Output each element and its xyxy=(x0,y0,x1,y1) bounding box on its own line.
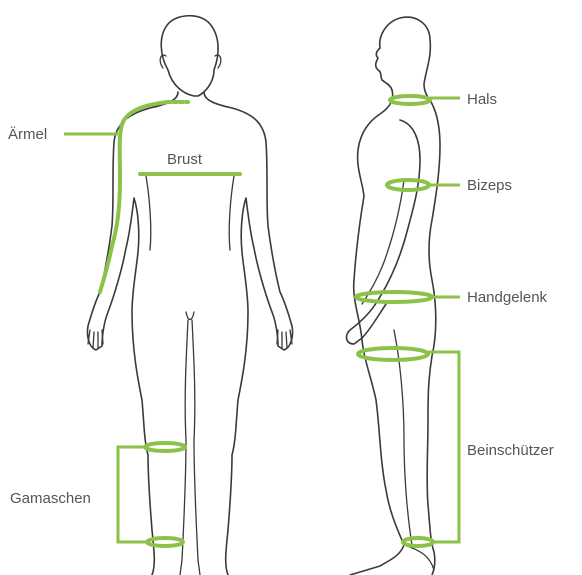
labels: Ärmel Brust Gamaschen Hals Bizeps Handge… xyxy=(8,91,554,507)
gaiters-top-ring xyxy=(145,443,185,451)
side-foot xyxy=(404,545,434,570)
sleeve-measure-line xyxy=(100,102,168,292)
label-neck: Hals xyxy=(467,91,497,108)
front-torso-line-left xyxy=(146,176,151,250)
leg-guards-top-ring xyxy=(358,348,428,360)
front-inner-leg-right xyxy=(192,320,200,575)
label-gaiters: Gamaschen xyxy=(10,490,91,507)
leg-guards-bracket xyxy=(428,352,459,542)
side-head-outline xyxy=(376,17,431,100)
front-body-left-outline xyxy=(87,92,178,575)
side-front-outline xyxy=(350,90,404,575)
front-body-right-outline xyxy=(204,92,293,575)
front-head-outline xyxy=(161,16,218,96)
biceps-ring xyxy=(387,180,429,190)
leg-guards-bottom-ring xyxy=(403,538,433,546)
front-crotch xyxy=(186,312,194,320)
measurement-marks xyxy=(64,96,460,546)
label-leg-guards: Beinschützer xyxy=(467,442,554,459)
neck-ring xyxy=(390,96,430,104)
label-chest: Brust xyxy=(167,151,203,168)
wrist-ring xyxy=(356,292,432,302)
gaiters-bracket xyxy=(118,447,147,542)
label-sleeve: Ärmel xyxy=(8,126,47,143)
side-back-outline xyxy=(427,100,440,575)
label-biceps: Bizeps xyxy=(467,177,512,194)
front-torso-line-right xyxy=(229,176,234,250)
side-arm-inner xyxy=(362,180,404,304)
label-wrist: Handgelenk xyxy=(467,289,548,306)
side-leg-inner xyxy=(394,330,412,545)
